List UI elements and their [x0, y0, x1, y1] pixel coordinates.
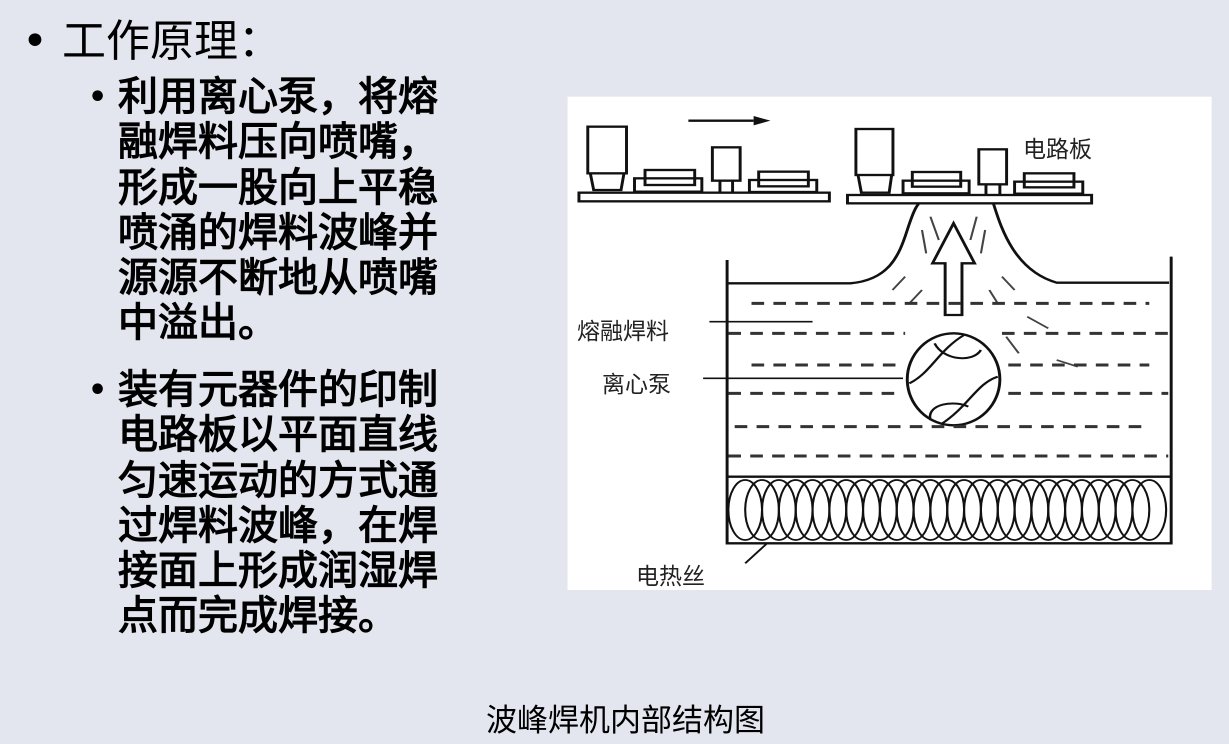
solder-wave-right: [992, 203, 1170, 284]
solder-tank: [725, 256, 1173, 545]
label-heater-wire: 电热丝: [636, 564, 705, 590]
diagram-drawing: [567, 96, 1212, 591]
text-line: 中溢出。: [118, 300, 278, 347]
text-line: 过焊料波峰，在焊: [118, 502, 438, 549]
text-line: 点而完成焊接。: [118, 593, 398, 640]
section-title: • 工作原理：: [22, 14, 282, 70]
text-line: 形成一股向上平稳: [118, 164, 438, 211]
text-line: 利用离心泵，将熔: [118, 74, 438, 120]
section-title-text: 工作原理：: [62, 16, 282, 67]
bullet: •: [88, 80, 108, 115]
label-circuit-board: 电路板: [1023, 137, 1092, 163]
bullet: •: [22, 16, 48, 67]
circuit-board-right: [846, 127, 1094, 205]
text-line: 喷涌的焊料波峰并: [118, 209, 438, 256]
label-centrifugal-pump: 离心泵: [602, 372, 671, 398]
text-line: 装有元器件的印制: [118, 367, 438, 413]
solder-wave-left: [728, 203, 920, 285]
text-line: 接面上形成润湿焊: [118, 548, 438, 595]
centrifugal-pump: [905, 332, 1002, 427]
text-line: 电路板以平面直线: [118, 412, 438, 459]
label-molten-solder: 熔融焊料: [577, 319, 669, 345]
bullet-point-1: • 利用离心泵，将熔 融焊料压向喷嘴， 形成一股向上平稳 喷涌的焊料波峰并 源源…: [88, 74, 438, 347]
wave-soldering-diagram: 电路板 熔融焊料 离心泵 电热丝: [560, 90, 1220, 600]
molten-solder-levels: [728, 301, 1169, 458]
flow-arrow-up: [930, 220, 977, 317]
text-line: 融焊料压向喷嘴，: [118, 119, 438, 166]
bullet-point-2: • 装有元器件的印制 电路板以平面直线 匀速运动的方式通 过焊料波峰，在焊 接面…: [88, 367, 438, 640]
figure-caption: 波峰焊机内部结构图: [486, 703, 765, 739]
heater-coil: [727, 479, 1168, 541]
circuit-board-left: [577, 125, 831, 203]
bullet: •: [88, 373, 108, 408]
text-line: 匀速运动的方式通: [118, 457, 438, 504]
text-line: 源源不断地从喷嘴: [118, 255, 438, 302]
arrow-head: [753, 116, 771, 126]
